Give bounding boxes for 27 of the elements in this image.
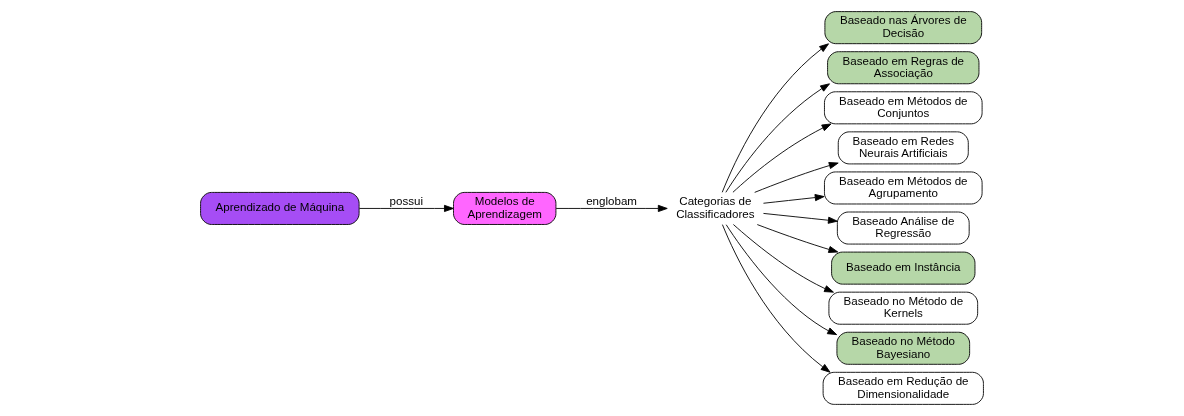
node-box: Baseado em Instância xyxy=(831,251,976,285)
arrow xyxy=(732,224,834,293)
arrow xyxy=(756,224,839,253)
arrow xyxy=(732,123,832,193)
edge-label: possui xyxy=(389,195,424,208)
node-box: Baseado no Método de Kernels xyxy=(828,291,979,325)
edge-label: englobam xyxy=(586,195,637,208)
arrow xyxy=(358,204,454,212)
node-box: Baseado em Métodos de Conjuntos xyxy=(824,91,983,125)
arrow xyxy=(763,212,838,224)
arrow xyxy=(555,204,668,212)
arrow xyxy=(754,162,839,193)
node-box: Baseado em Regras de Associação xyxy=(827,51,980,85)
arrow xyxy=(722,224,831,373)
node-box: Baseado em Métodos de Agrupamento xyxy=(824,171,983,205)
node-box: Baseado no Método Bayesiano xyxy=(836,331,971,365)
node-box: Baseado Análise de Regressão xyxy=(836,211,970,245)
node-box: Baseado nas Árvores de Decisão xyxy=(824,11,983,45)
node-text: Categorias de Classificadores xyxy=(676,195,755,220)
node-box: Baseado em Redes Neurais Artificiais xyxy=(837,131,969,165)
node-box: Modelos de Aprendizagem xyxy=(453,191,557,225)
node-box: Baseado em Redução de Dimensionalidade xyxy=(822,371,984,405)
arrow xyxy=(725,83,830,193)
node-box: Aprendizado de Máquina xyxy=(200,191,360,225)
arrow xyxy=(725,224,838,336)
arrow xyxy=(763,194,825,204)
arrow xyxy=(721,43,829,193)
